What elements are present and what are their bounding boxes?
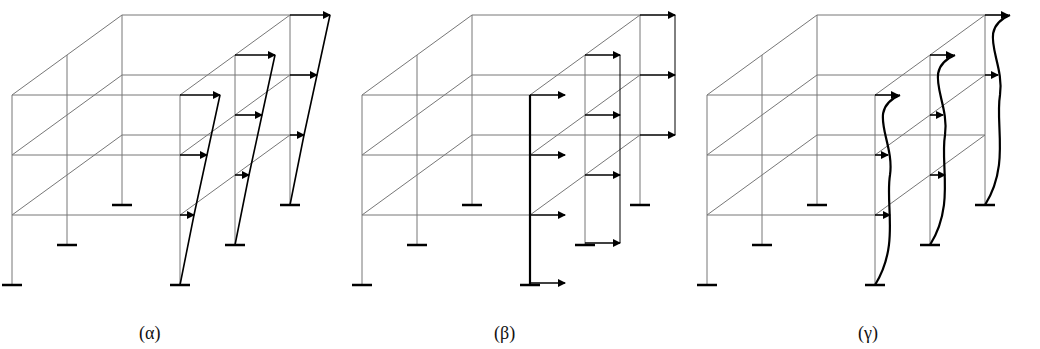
panel-label: (α) bbox=[139, 323, 160, 344]
frame-triangular-load bbox=[2, 15, 330, 285]
frame-curved-deformation bbox=[697, 15, 1010, 285]
panel-label: (γ) bbox=[858, 323, 878, 344]
frame-uniform-load bbox=[352, 15, 675, 285]
panel-label: (β) bbox=[494, 323, 515, 344]
